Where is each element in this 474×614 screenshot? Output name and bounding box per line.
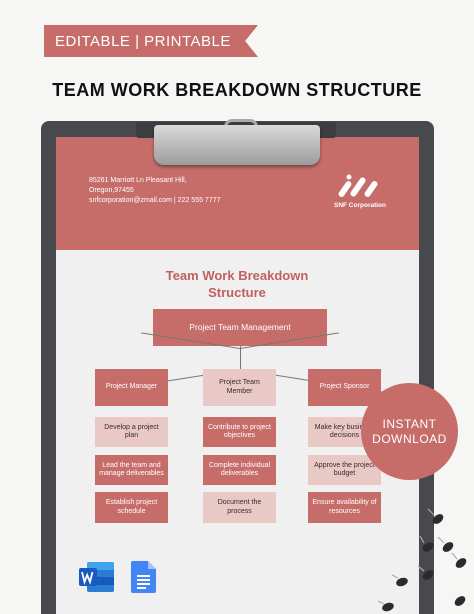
document-paper: 85261 Marriott Ln Pleasant Hill, Oregon,…: [56, 137, 419, 614]
top-box: Project Team Management: [153, 309, 327, 346]
clipboard-clip: [154, 125, 320, 165]
column-item: Lead the team and manage deliverables: [95, 455, 168, 485]
connector-line: [240, 346, 241, 368]
column-item: Ensure availability of resources: [308, 492, 381, 523]
document-heading-line-2: Structure: [208, 285, 266, 300]
document-header: 85261 Marriott Ln Pleasant Hill, Oregon,…: [56, 137, 419, 250]
column-head-project-team-member: Project Team Member: [203, 369, 276, 406]
instant-download-badge[interactable]: INSTANT DOWNLOAD: [361, 383, 458, 480]
document-heading: Team Work Breakdown Structure: [152, 267, 322, 301]
column-item: Approve the project budget: [308, 455, 381, 485]
document-heading-line-1: Team Work Breakdown: [165, 268, 309, 283]
address-line-1: 85261 Marriott Ln Pleasant Hill,: [89, 177, 187, 184]
badge-line-1: INSTANT: [382, 416, 437, 431]
column-head-project-sponsor: Project Sponsor: [308, 369, 381, 406]
column-item: Develop a project plan: [95, 417, 168, 447]
editable-printable-banner: EDITABLE | PRINTABLE: [44, 25, 258, 57]
badge-line-2: DOWNLOAD: [372, 431, 447, 446]
word-icon: [79, 562, 114, 592]
column-item: Contribute to project objectives: [203, 417, 276, 447]
column-item: Establish project schedule: [95, 492, 168, 523]
column-item: Document the process: [203, 492, 276, 523]
address-line-2: Oregon,97455: [89, 187, 134, 194]
banner-label: EDITABLE | PRINTABLE: [55, 32, 231, 50]
column-item: Complete individual deliverables: [203, 455, 276, 485]
company-logo-icon: [338, 174, 378, 197]
company-name: SNF Corporation: [334, 202, 386, 209]
google-docs-icon: [131, 561, 156, 593]
page-title: TEAM WORK BREAKDOWN STRUCTURE: [52, 80, 422, 100]
pushpin-icon: [377, 508, 467, 612]
contact-line: snfcorporation@zmail.com | 222 555 7777: [89, 197, 221, 204]
column-head-project-manager: Project Manager: [95, 369, 168, 406]
